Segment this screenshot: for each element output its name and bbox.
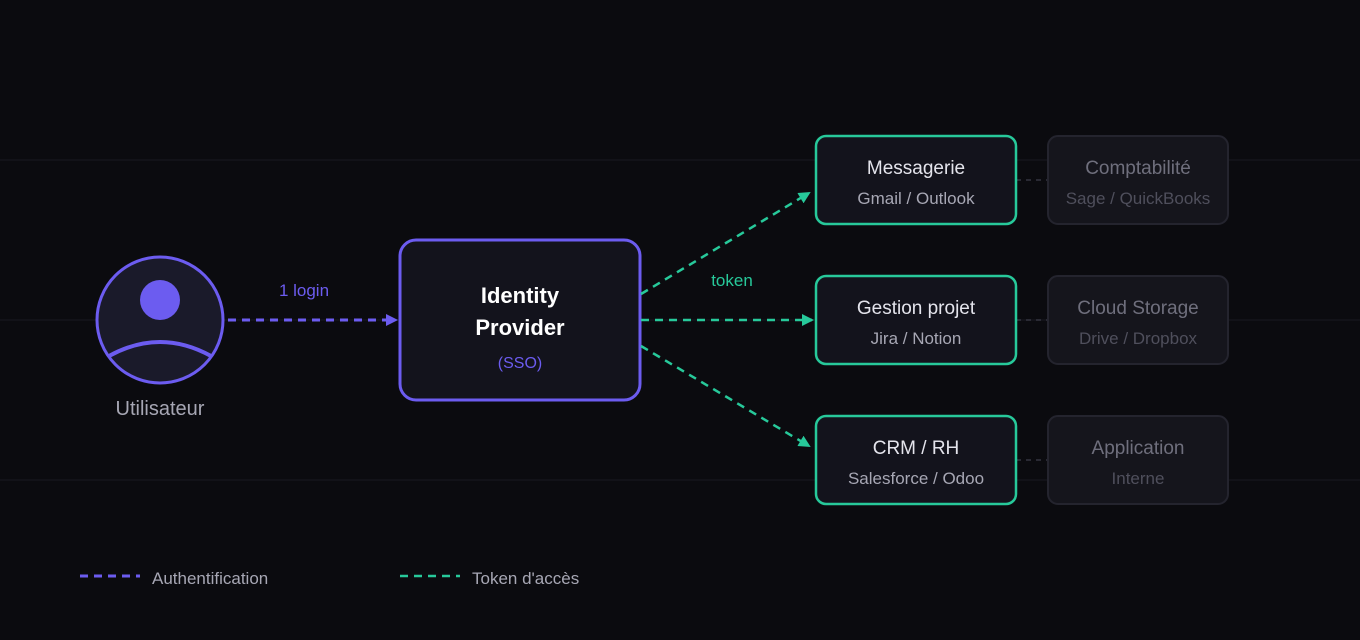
- login-label: 1 login: [279, 281, 329, 300]
- token-edges: token: [640, 191, 814, 448]
- user-label: Utilisateur: [116, 398, 205, 420]
- app-title: Messagerie: [867, 158, 965, 179]
- legend-token-label: Token d'accès: [472, 569, 579, 588]
- user-head-icon: [140, 280, 180, 320]
- app-subtitle: Gmail / Outlook: [857, 189, 975, 208]
- token-arrow-messagerie: [640, 191, 811, 296]
- identity-provider-node: Identity Provider (SSO): [398, 238, 642, 402]
- app-title: Gestion projet: [857, 298, 976, 319]
- secondary-app-node-cloud-storage: Cloud Storage Drive / Dropbox: [1047, 275, 1229, 365]
- secondary-app-title: Comptabilité: [1085, 158, 1191, 179]
- secondary-app-title: Application: [1092, 438, 1185, 459]
- secondary-app-subtitle: Sage / QuickBooks: [1066, 189, 1211, 208]
- idp-subtitle: (SSO): [498, 355, 542, 372]
- idp-title-line1: Identity: [481, 283, 560, 308]
- legend: Authentification Token d'accès: [80, 569, 579, 588]
- secondary-app-subtitle: Drive / Dropbox: [1079, 329, 1198, 348]
- app-node-messagerie: Messagerie Gmail / Outlook: [814, 134, 1018, 226]
- secondary-app-node-application: Application Interne: [1047, 415, 1229, 505]
- app-node-gestion-projet: Gestion projet Jira / Notion: [814, 274, 1018, 366]
- login-edge: 1 login: [228, 281, 398, 326]
- user-node: Utilisateur: [95, 255, 225, 420]
- app-title: CRM / RH: [873, 438, 960, 459]
- app-node-crm-rh: CRM / RH Salesforce / Odoo: [814, 414, 1018, 506]
- idp-title-line2: Provider: [475, 315, 565, 340]
- app-subtitle: Salesforce / Odoo: [848, 469, 984, 488]
- secondary-app-subtitle: Interne: [1112, 469, 1165, 488]
- token-label: token: [711, 271, 753, 290]
- app-subtitle: Jira / Notion: [871, 329, 962, 348]
- token-arrow-crm-rh: [640, 344, 811, 448]
- legend-auth-label: Authentification: [152, 569, 268, 588]
- secondary-app-node-comptabilite: Comptabilité Sage / QuickBooks: [1047, 135, 1229, 225]
- user-shoulders-icon: [108, 340, 212, 358]
- secondary-app-title: Cloud Storage: [1077, 298, 1198, 319]
